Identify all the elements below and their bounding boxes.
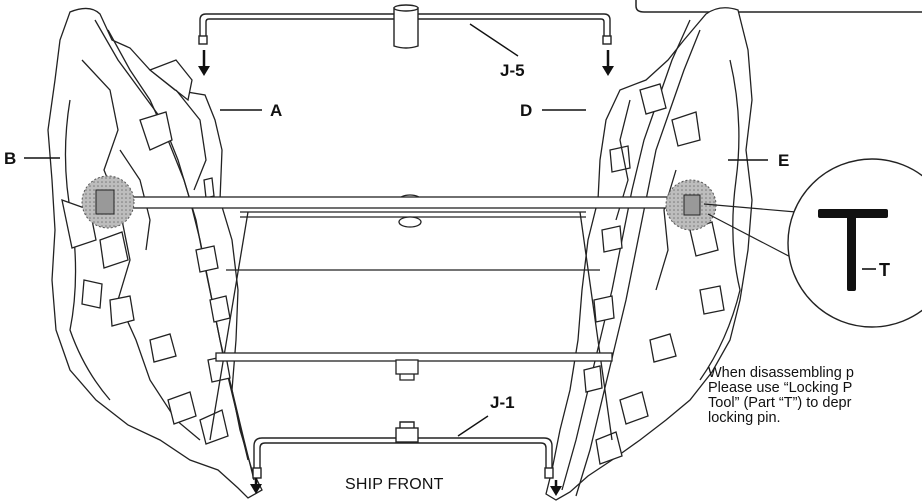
label-b: B [4, 149, 16, 168]
frame-corner [635, 0, 922, 13]
arrow-left-top [198, 50, 210, 76]
note-line: Tool” (Part “T”) to depr [708, 395, 852, 411]
label-e: E [778, 151, 789, 170]
bar-j1 [252, 421, 554, 479]
arrow-right-top [602, 50, 614, 76]
leader-lines [24, 23, 768, 437]
tool-t-callout: T [703, 158, 922, 328]
label-a: A [270, 101, 282, 120]
label-j5: J-5 [500, 61, 525, 80]
right-side-panel [545, 7, 753, 501]
arrow-left-bottom [250, 478, 262, 494]
label-t: T [879, 260, 890, 280]
arrow-right-bottom [550, 480, 562, 496]
note-line: When disassembling p [708, 366, 854, 381]
left-side-panel [47, 7, 263, 499]
cross-rod [81, 175, 717, 231]
bar-j5 [198, 4, 612, 49]
locking-tool-icon [818, 209, 888, 291]
note-line: Please use “Locking P [708, 380, 853, 396]
label-j1: J-1 [490, 393, 515, 412]
center-frame [209, 194, 613, 441]
label-d: D [520, 101, 532, 120]
note-line: locking pin. [708, 410, 781, 426]
disassembly-note: When disassembling p Please use “Locking… [708, 366, 922, 426]
ship-front-label: SHIP FRONT [345, 476, 444, 493]
